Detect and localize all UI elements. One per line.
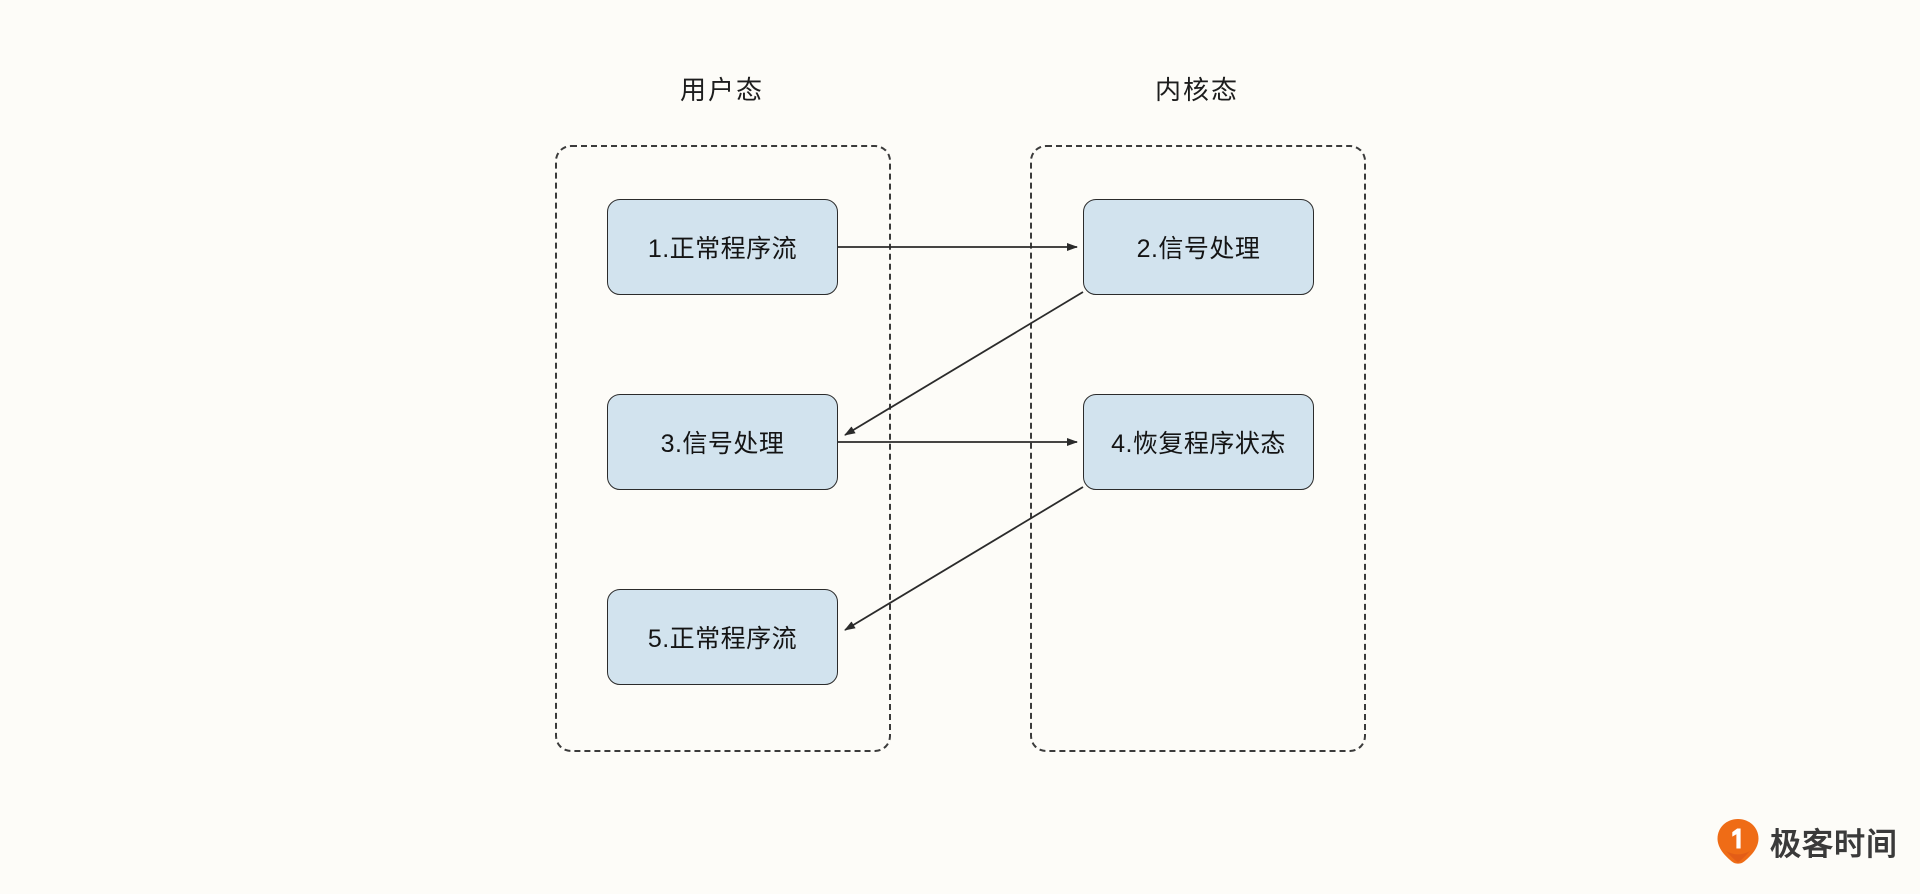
node-label: 3.信号处理 — [660, 430, 785, 458]
lane-title-user-mode: 用户态 — [679, 75, 765, 105]
geektime-pin-icon — [1717, 819, 1759, 864]
node-label: 5.正常程序流 — [647, 625, 798, 653]
brand-name: 极客时间 — [1770, 826, 1898, 862]
node-signal-handling-2[interactable]: 2.信号处理 — [1083, 199, 1314, 295]
node-restore-program-state-4[interactable]: 4.恢复程序状态 — [1083, 394, 1314, 490]
node-normal-program-flow-5[interactable]: 5.正常程序流 — [607, 589, 838, 685]
lane-user-mode — [555, 145, 891, 752]
node-label: 2.信号处理 — [1136, 235, 1261, 263]
node-label: 4.恢复程序状态 — [1111, 430, 1286, 458]
node-label: 1.正常程序流 — [647, 235, 798, 263]
node-normal-program-flow-1[interactable]: 1.正常程序流 — [607, 199, 838, 295]
node-signal-handling-3[interactable]: 3.信号处理 — [607, 394, 838, 490]
brand-logo: 极客时间 — [1716, 818, 1898, 864]
lane-title-kernel-mode: 内核态 — [1154, 75, 1240, 105]
lane-kernel-mode — [1030, 145, 1366, 752]
